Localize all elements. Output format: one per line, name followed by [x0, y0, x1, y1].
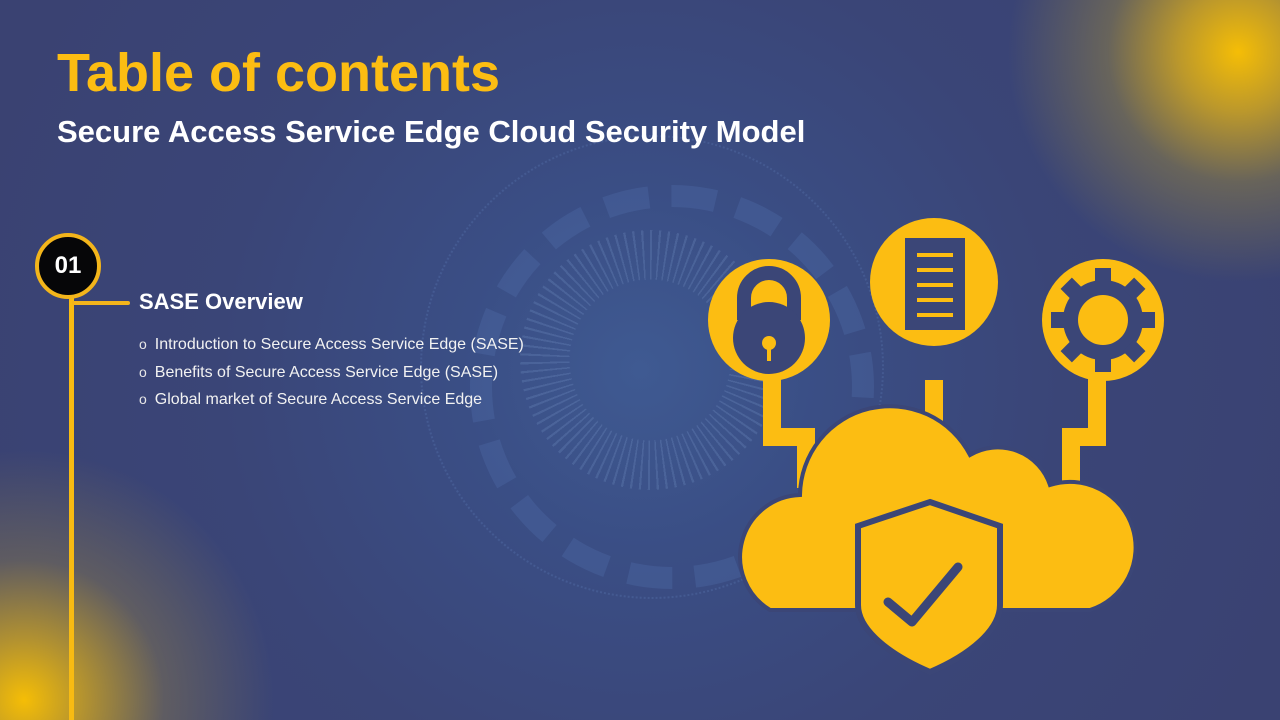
timeline-connector [72, 301, 130, 305]
section-number: 01 [54, 252, 82, 279]
bullet-marker: o [139, 363, 147, 380]
section-title: SASE Overview [139, 289, 303, 314]
page-title: Table of contents [57, 43, 501, 103]
toc-item-label: Global market of Secure Access Service E… [154, 391, 483, 408]
bullet-marker: o [139, 391, 147, 407]
toc-item: o Benefits of Secure Access Service Edge… [139, 359, 524, 387]
toc-item-label: Introduction to Secure Access Service Ed… [154, 336, 524, 353]
gear-icon [1042, 259, 1164, 381]
decorative-outer-ring [420, 135, 884, 599]
toc-item: o Global market of Secure Access Service… [139, 386, 524, 414]
timeline-line [69, 295, 74, 720]
toc-item-list: o Introduction to Secure Access Service … [139, 331, 524, 414]
cloud-security-illustration [708, 218, 1164, 676]
page-subtitle: Secure Access Service Edge Cloud Securit… [57, 114, 806, 149]
section-number-badge: 01 [35, 233, 101, 299]
toc-item: o Introduction to Secure Access Service … [139, 331, 524, 359]
bullet-marker: o [139, 336, 147, 352]
toc-item-label: Benefits of Secure Access Service Edge (… [154, 363, 499, 381]
document-icon [870, 218, 998, 346]
padlock-icon [708, 259, 830, 381]
shield-check-icon [855, 498, 1003, 676]
